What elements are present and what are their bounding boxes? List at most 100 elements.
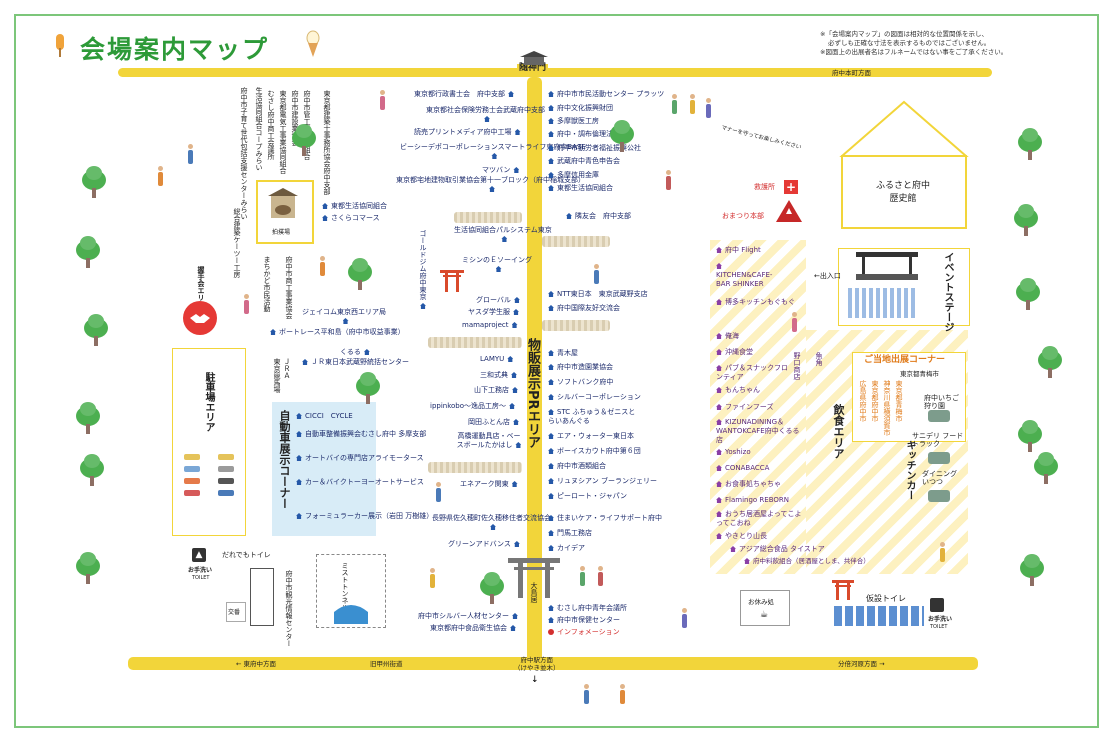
bottom-road [128,657,978,670]
food-stall: Yoshizo [716,448,751,457]
stall: リュヌシアン ブーランジェリー [548,477,657,486]
stall: 多摩獣医工房 [548,117,599,126]
stall: 東京都社会保険労務士会武蔵府中支部 [426,106,545,124]
stall: さくらコマース [322,214,380,223]
stall: 東京都府中食品衛生協会 [430,624,516,633]
person-icon [792,312,797,332]
road-label-bottom-left: ← 東府中方面 [236,660,277,668]
toilet-en-label: TOILET [192,575,210,581]
stall: LAMYU [480,355,513,364]
tree-icon [356,372,380,404]
tree-icon [1038,346,1062,378]
left-vertical-3: むさし府中商工会議所 [267,90,275,160]
stall: CICCI CYCLE [296,412,353,421]
stall: 府中市勤労者福祉振興公社 [548,144,641,153]
person-icon [436,482,441,502]
stall: ＪＲ東日本武蔵野統括センター [302,358,409,367]
mist-tunnel-icon [332,602,370,624]
stall: 武蔵府中青色申告会 [548,157,620,166]
left-vertical-4: 東京都電気工事業協同組合 [279,90,287,174]
rope-barrier [428,337,522,348]
corndog-icon [52,32,68,58]
kitchen-car-icon [928,490,950,502]
left-vertical-1: 生活協同組合コープみらい [255,87,263,171]
torii-icon [440,270,464,292]
left-mid-vertical-2: まちかど市民活動 [263,256,271,312]
stall: 山下工務店 [474,386,518,395]
mist-tunnel-label: ミストトンネル [341,562,349,611]
tree-icon [1014,204,1038,236]
food-stall: Flamingo REBORN [716,496,789,505]
stall: 住まいケア・ライフサポート府中 [548,514,662,523]
person-icon [594,264,599,284]
history-museum-label: ふるさと府中歴史館 [875,181,930,204]
festival-hq-label: おまつり本部 [722,212,764,220]
stall: ジェイコム東京西エリア局 [302,308,386,326]
stall: 府中市酒類組合 [548,462,606,471]
softcream-icon [305,30,321,58]
stall: くるる [340,348,370,357]
stall: 府中市市民活動センター プラッツ [548,90,664,99]
food-stall: 俺海 [716,332,739,341]
person-icon [380,90,385,110]
kitchen-car-1: 府中いちご狩り園 [924,394,959,410]
tree-icon [480,572,504,604]
food-stall: 博多キッチンもぐもぐ [716,298,795,307]
food-stall: もんちゃん [716,386,760,395]
rope-barrier [542,320,610,331]
stall: 府中市造園業協会 [548,363,613,372]
stall: マツバン [482,166,519,175]
road-label-bottom-right: 分倍河原方面 → [838,660,885,668]
stall: ソフトバンク府中 [548,378,613,387]
stall: 自動車整備振興会むさし府中 多摩支部 [296,430,426,439]
left-mid-vertical-1: 総合建築ケーツー工房 [233,208,241,278]
stall: 高橋運動具店・ベースボールたかはし [456,432,521,449]
stall: エア・ウォーター東日本 [548,432,634,441]
stall: フォーミュラーカー展示（岩田 万樹雄） [296,512,433,521]
person-icon [598,566,603,586]
rest-area-box [740,590,790,626]
toilet-icon [930,598,944,612]
tree-icon [84,314,108,346]
tree-icon [1016,278,1040,310]
stall: むさし府中青年会議所 [548,604,627,613]
local-corner-vertical-3: 神奈川県横須賀市 [883,380,891,436]
stall: ヤスダ学生服 [468,308,519,317]
rope-barrier [428,462,522,473]
grand-torii-icon [508,558,560,598]
koban-label: 交番 [228,609,241,616]
stall: 三和式典 [480,371,517,380]
stall: ピーロート・ジャパン [548,492,627,501]
stall: シルバーコーポレーション [548,393,641,402]
parking-area-label: 駐車場エリア [203,372,214,432]
food-stall: KITCHEN&CAFE-BAR SHINKER [716,262,780,289]
rest-area-label: お休み処 [748,598,774,606]
person-icon [188,144,193,164]
map-note: ※「会場案内マップ」の図面は相対的な位置関係を示し、 必ずしも正確な寸法を表示す… [820,30,1008,56]
stall: STC ふちゅう＆ゼニスとらいあんぐる [548,408,638,426]
handshake-icon [182,300,218,336]
stall: 東京都行政書士会 府中支部 [414,90,514,99]
audience-area [848,288,918,318]
food-stall: ファインフーズ [716,403,773,412]
local-corner-box [852,352,966,442]
stall: エネアーク関東 [460,480,518,489]
local-corner-vertical-1: 広島県府中市 [859,380,867,422]
local-corner-title: ご当地出展コーナー [864,355,946,365]
person-icon [584,684,589,704]
kitchen-car-icon [928,410,950,422]
car-exhibit-title: 自動車展示コーナー [278,410,291,509]
stall: 青木屋 [548,349,578,358]
toilet-label: お手洗い [188,567,213,574]
food-area-label: 飲食エリア [832,404,845,459]
torii-icon [832,580,854,600]
rope-barrier [542,236,610,247]
tree-icon [1018,128,1042,160]
stall: NTT東日本 東京武蔵野支店 [548,290,648,299]
koban-box [226,602,246,622]
page-title: 会場案内マップ [80,35,270,64]
local-corner-vertical-4: 東京都青梅市 [895,380,903,422]
stall: オートバイの専門店アライモータース [296,454,424,463]
stall: 府中国際友好交流会 [548,304,620,313]
parked-cars-icon [182,452,238,496]
